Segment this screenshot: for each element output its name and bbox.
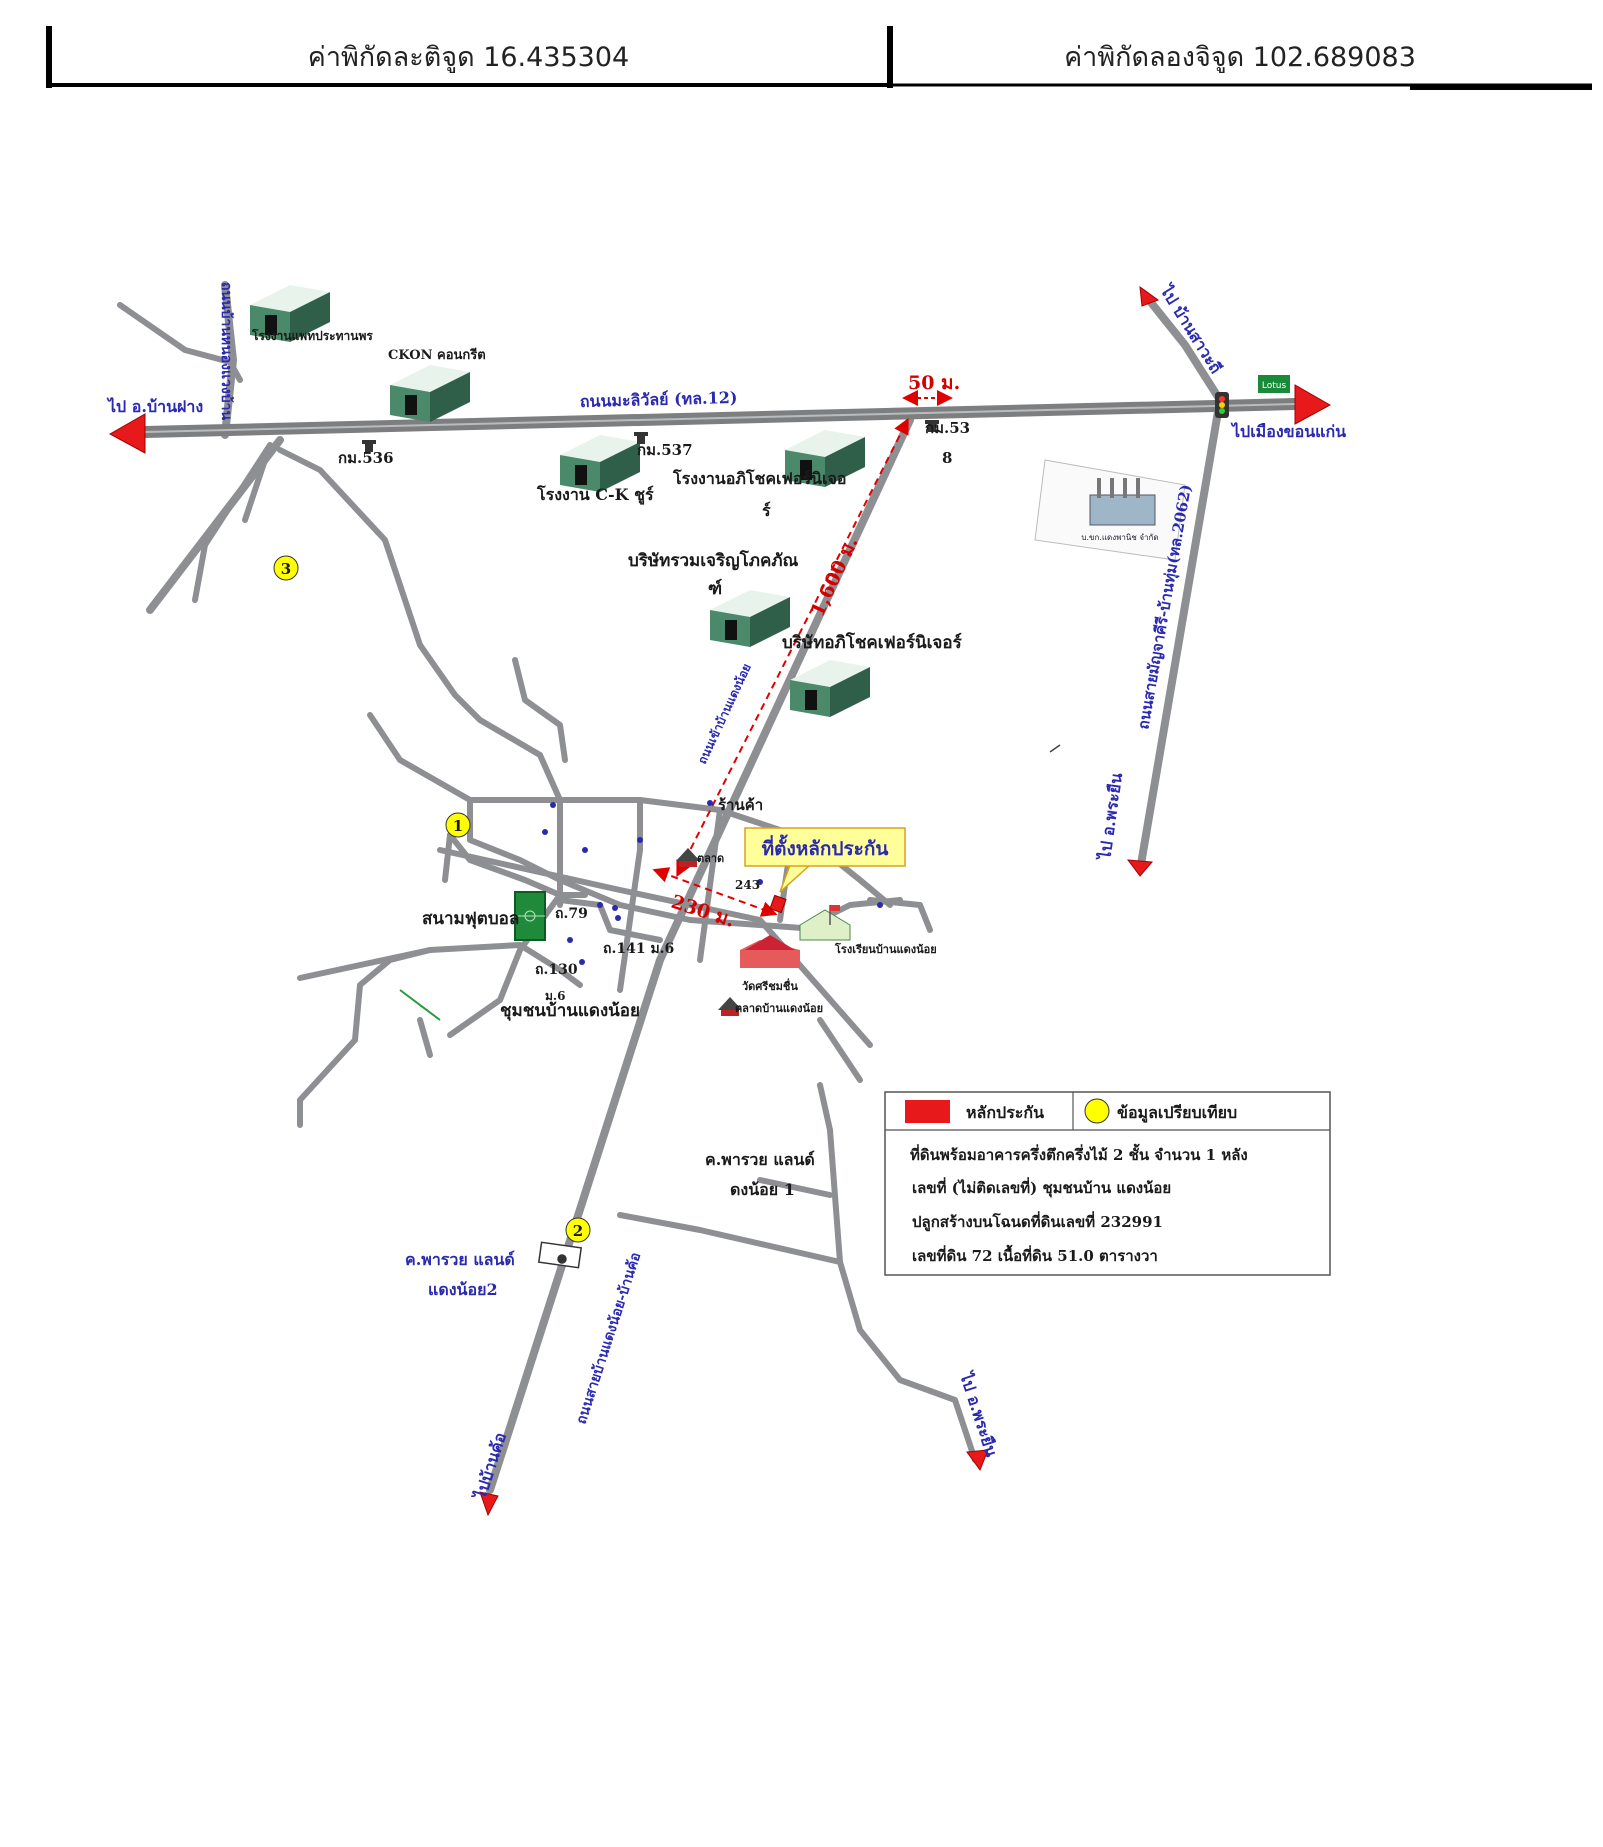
longitude-cell: ค่าพิกัดลองจิจูด 102.689083 bbox=[890, 27, 1590, 85]
legend-line-3: ปลูกสร้างบนโฉนดที่ดินเลขที่ 232991 bbox=[912, 1211, 1163, 1232]
latitude-cell: ค่าพิกัดละติจูด 16.435304 bbox=[47, 27, 890, 85]
school-icon bbox=[799, 905, 851, 941]
market2-icon bbox=[718, 997, 742, 1016]
market2-label: ตลาดบ้านแดงน้อย bbox=[735, 1002, 823, 1015]
comparison-marker-2: 2 bbox=[573, 1222, 583, 1240]
direction-east: ไปเมืองขอนแก่น bbox=[1230, 422, 1346, 441]
distance-1600: 1,600 ม. bbox=[807, 534, 863, 621]
land-1-label-a: ค.พารวย แลนด์ bbox=[705, 1150, 815, 1169]
legend: หลักประกัน ข้อมูลเปรียบเทียบ ที่ดินพร้อม… bbox=[884, 1091, 1331, 1276]
warehouse-icon bbox=[790, 660, 870, 717]
land-2-label-b: แดงน้อย2 bbox=[428, 1280, 498, 1299]
arrow-west-icon bbox=[108, 413, 146, 454]
legend-line-2: เลขที่ (ไม่ติดเลขที่) ชุมชนบ้าน แดงน้อย bbox=[912, 1177, 1171, 1198]
legend-comparison-swatch bbox=[1084, 1098, 1110, 1124]
legend-collateral-label: หลักประกัน bbox=[966, 1103, 1044, 1122]
arrow-south-right-icon bbox=[1126, 859, 1154, 877]
direction-south-right: ไป อ.พระยืน bbox=[1095, 772, 1126, 863]
factory-box-label: บ.ขก.แดงพานิช จำกัด bbox=[1081, 533, 1158, 542]
legend-collateral-swatch bbox=[905, 1100, 950, 1123]
km-label-537: กม.537 bbox=[637, 441, 693, 459]
coordinates-header: ค่าพิกัดละติจูด 16.435304 ค่าพิกัดลองจิจ… bbox=[47, 27, 1592, 87]
land-1-label-b: ดงน้อย 1 bbox=[730, 1180, 795, 1199]
school-label: โรงเรียนบ้านแดงน้อย bbox=[834, 942, 937, 956]
warehouse-icon bbox=[560, 435, 640, 492]
arrow-south-bottom-icon bbox=[479, 1491, 499, 1517]
market-label: ตลาด bbox=[697, 852, 724, 865]
lotus-sign-icon: Lotus bbox=[1258, 375, 1290, 393]
comparison-markers: 1 2 3 bbox=[273, 555, 591, 1243]
legend-line-1: ที่ดินพร้อมอาคารครึ่งตึกครึ่งไม้ 2 ชั้น … bbox=[910, 1143, 1248, 1164]
km-marker-icons bbox=[362, 420, 939, 452]
direction-northeast: ไป บ้านสาวะถี bbox=[1156, 280, 1226, 376]
road-bottom-label: ถนนสายบ้านแดงน้อย-บ้านค้อ bbox=[574, 1250, 645, 1426]
arrow-northeast-icon bbox=[1139, 285, 1160, 307]
comparison-marker-1: 1 bbox=[453, 817, 463, 835]
km-post-icon bbox=[362, 440, 376, 452]
km-post-icon bbox=[925, 420, 939, 432]
km-label-536: กม.536 bbox=[338, 449, 394, 467]
factory-label-2: CKON คอนกรีต bbox=[388, 347, 486, 363]
field-label: สนามฟุตบอล bbox=[422, 909, 519, 929]
factory-label-4: โรงงานอภิโชคเฟอร์นิเจอ bbox=[672, 468, 846, 488]
market-icon bbox=[676, 848, 700, 867]
factory-label-6: บริษัทอภิโชคเฟอร์นิเจอร์ bbox=[782, 632, 963, 653]
warehouse-icon bbox=[785, 430, 865, 487]
comparison-building-2 bbox=[537, 1241, 583, 1269]
direction-west: ไป อ.บ้านฝาง bbox=[106, 397, 203, 416]
temple-label: วัดศรีชมชื่น bbox=[742, 978, 798, 993]
distance-dimension-lines bbox=[652, 390, 953, 917]
house-243-label: 243 bbox=[735, 878, 760, 892]
factory-label-4b: ร์ bbox=[762, 501, 771, 520]
land-2-label-a: ค.พารวย แลนด์ bbox=[405, 1250, 515, 1269]
m6-label: ม.6 bbox=[545, 989, 565, 1003]
legend-line-4: เลขที่ดิน 72 เนื้อที่ดิน 51.0 ตารางวา bbox=[912, 1244, 1158, 1265]
direction-arrows bbox=[108, 285, 1332, 1517]
lane-141-label: ถ.141 ม.6 bbox=[603, 941, 674, 957]
community-label: ชุมชนบ้านแดงน้อย bbox=[500, 1001, 640, 1021]
factory-label-3: โรงงาน C-K ชูร์ bbox=[536, 484, 654, 506]
road-center-label: ถนนเข้าบ้านแดงน้อย bbox=[695, 661, 754, 766]
km-post-icon bbox=[634, 432, 648, 444]
collateral-marker: ที่ตั้งหลักประกัน bbox=[744, 827, 906, 914]
factory-icons bbox=[250, 285, 870, 717]
longitude-text: ค่าพิกัดลองจิจูด 102.689083 bbox=[1064, 41, 1416, 73]
lane-79-label: ถ.79 bbox=[555, 906, 588, 922]
comparison-marker-3: 3 bbox=[281, 560, 291, 578]
map-labels: โรงงานแพทประทานพร CKON คอนกรีต โรงงาน C-… bbox=[106, 280, 1346, 1503]
road-left-vertical-label: ถนนบ้านหนองแวงบ้าน bbox=[218, 282, 234, 420]
house-markers bbox=[542, 800, 883, 965]
lotus-text: Lotus bbox=[1262, 381, 1287, 391]
factory-picture-box: บ.ขก.แดงพานิช จำกัด bbox=[1034, 459, 1186, 561]
arrow-east-icon bbox=[1294, 384, 1332, 425]
distance-50: 50 ม. bbox=[908, 372, 960, 394]
direction-south-bottom-left: ไปบ้านค้อ bbox=[470, 1430, 510, 1503]
warehouse-icon bbox=[390, 365, 470, 422]
km-label-538b: 8 bbox=[942, 449, 952, 467]
poi-icons bbox=[399, 744, 1061, 1269]
header-borders bbox=[46, 26, 1592, 90]
factory-label-1: โรงงานแพทประทานพร bbox=[251, 328, 373, 343]
warehouse-icon bbox=[250, 285, 330, 342]
shop-label: ร้านค้า bbox=[718, 796, 763, 814]
arrow-south-bottom-right-icon bbox=[966, 1449, 989, 1472]
lane-130-label: ถ.130 bbox=[535, 962, 578, 978]
warehouse-icon bbox=[710, 590, 790, 647]
highway-label: ถนนมะลิวัลย์ (ทล.12) bbox=[580, 388, 738, 411]
latitude-text: ค่าพิกัดละติจูด 16.435304 bbox=[307, 41, 630, 73]
traffic-light-icon bbox=[1215, 392, 1229, 418]
collateral-callout: ที่ตั้งหลักประกัน bbox=[762, 834, 889, 860]
legend-comparison-label: ข้อมูลเปรียบเทียบ bbox=[1117, 1103, 1237, 1124]
factory-label-5: บริษัทรวมเจริญโภคภัณ bbox=[628, 550, 799, 571]
km-label-538a: กม.53 bbox=[925, 419, 970, 437]
factory-label-5b: ฑ์ bbox=[708, 578, 722, 599]
